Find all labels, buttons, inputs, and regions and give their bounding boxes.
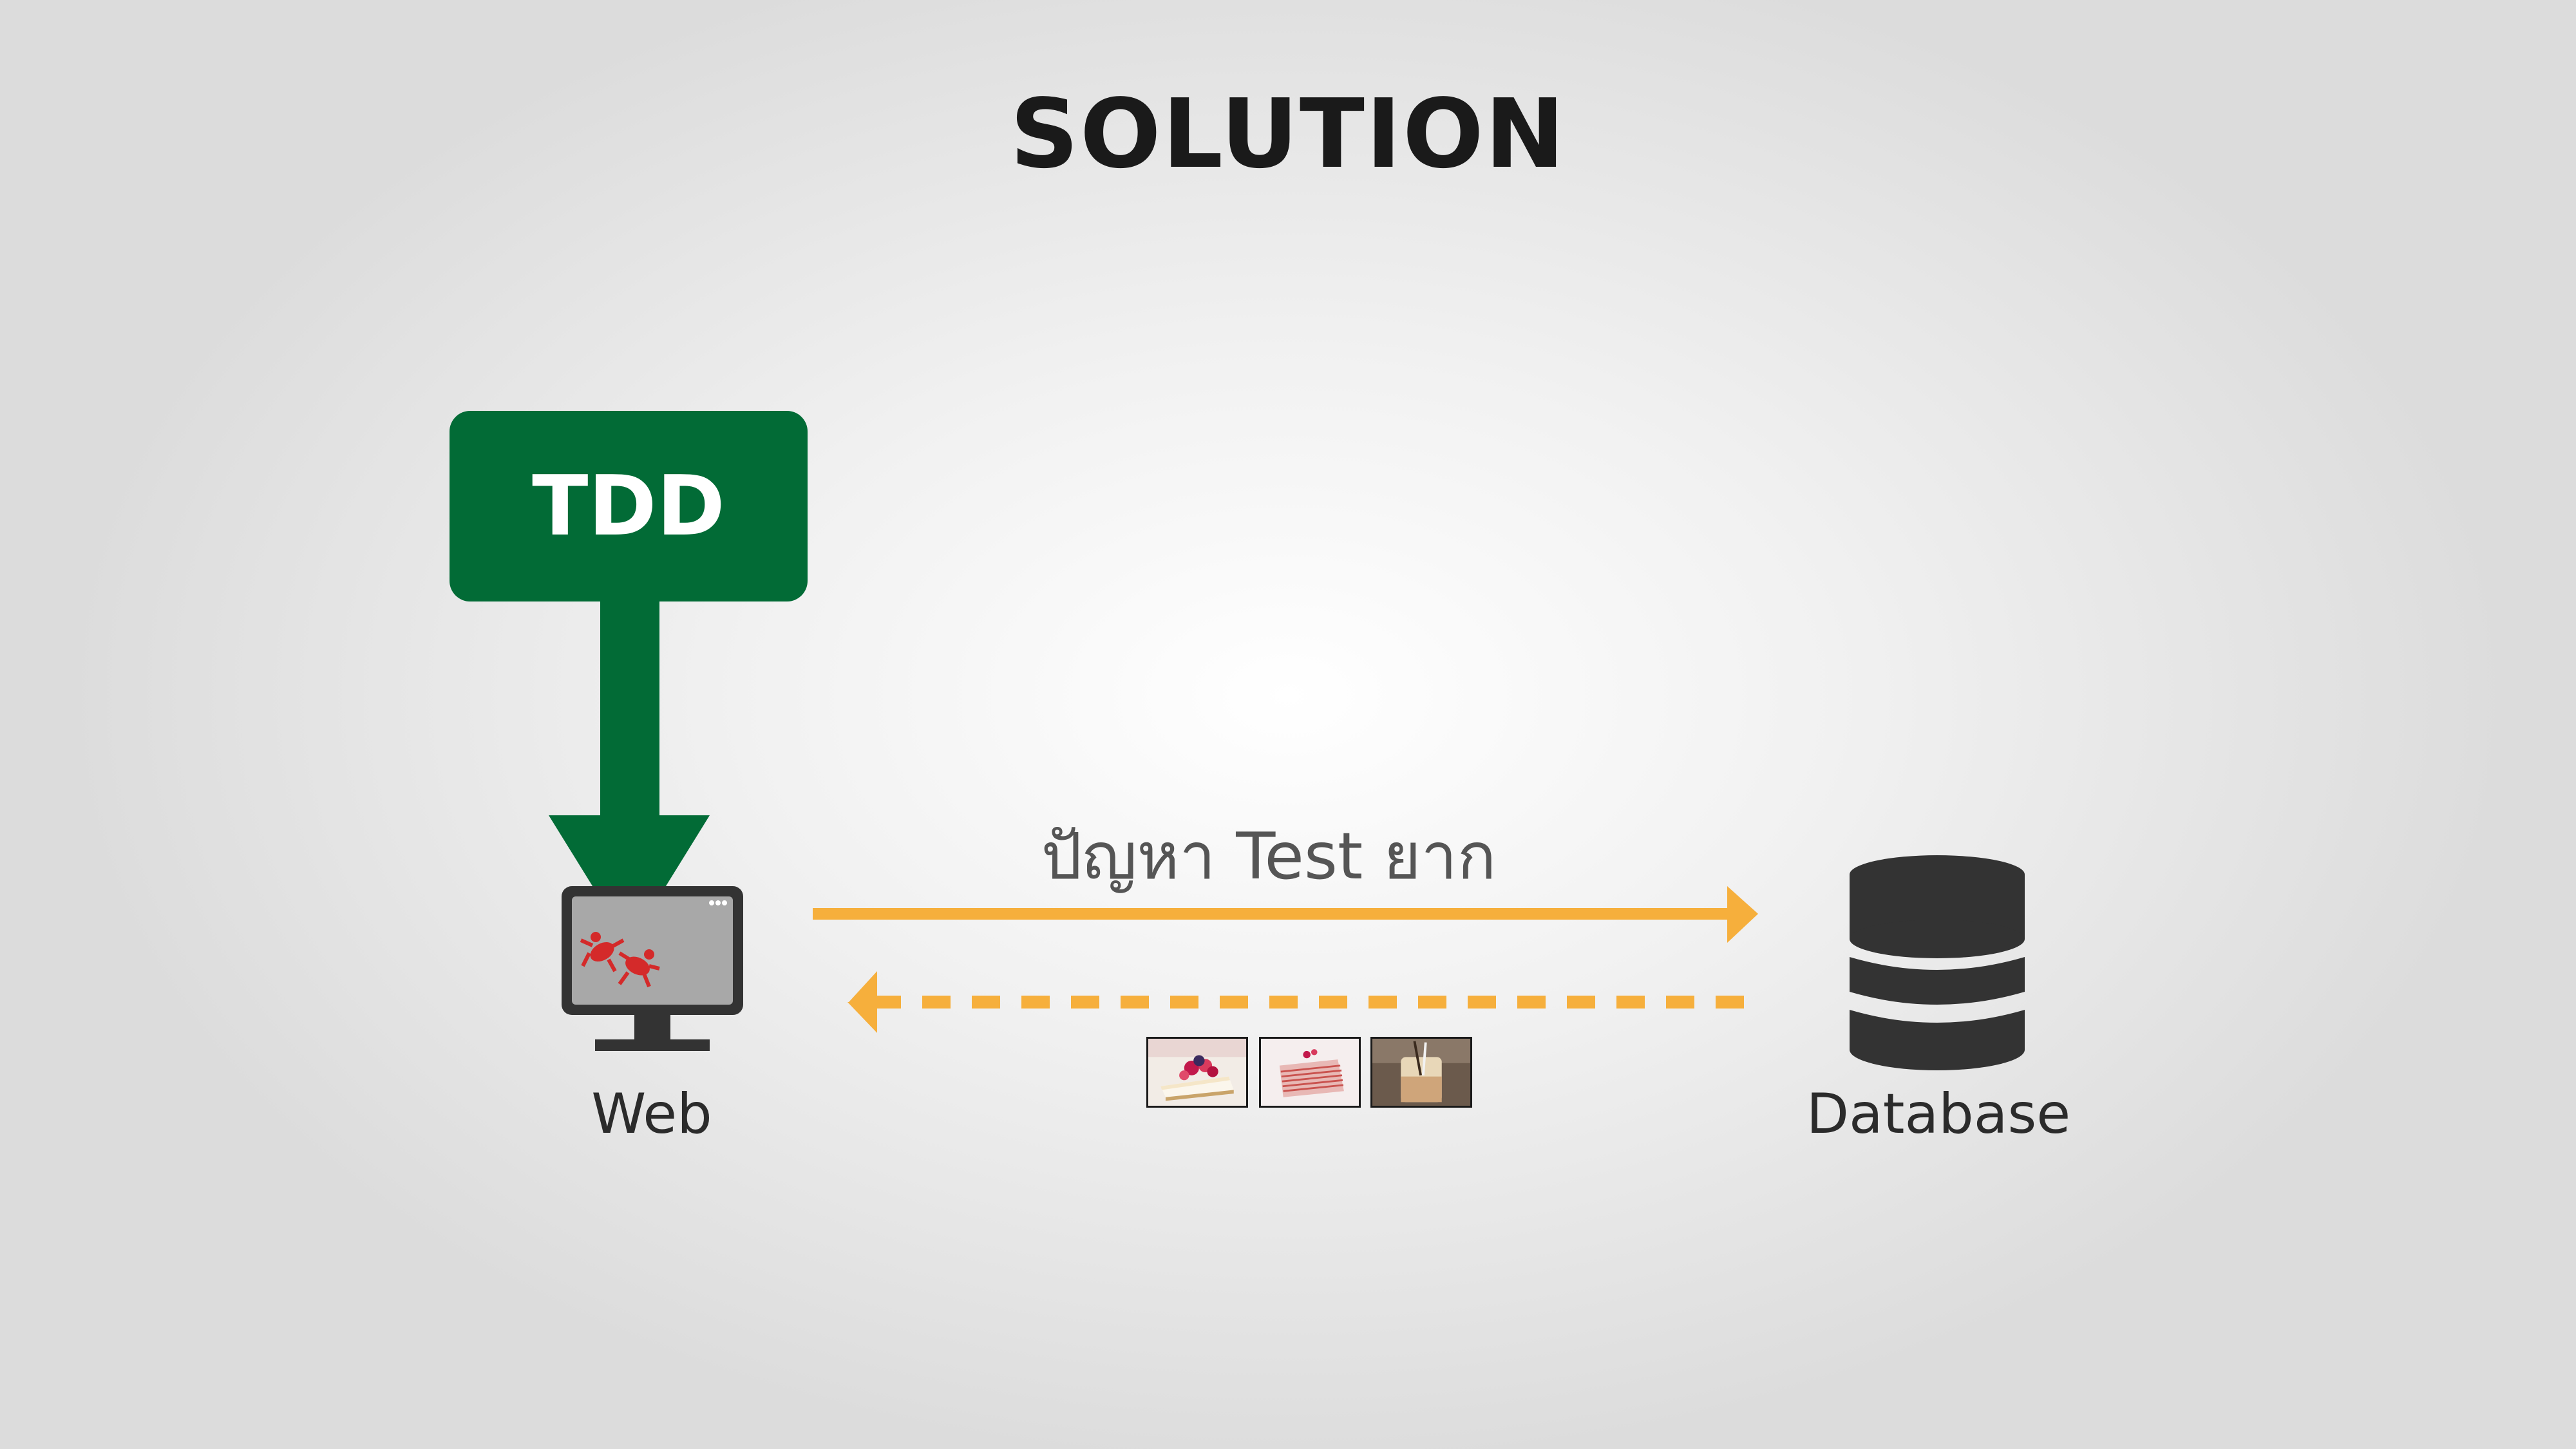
database-cylinder-icon (1850, 855, 2025, 1070)
bug-icon (580, 932, 625, 972)
response-dashed-arrow (848, 971, 1745, 1033)
cheesecake-photo (1146, 1037, 1248, 1108)
crepe-cake-photo (1259, 1037, 1361, 1108)
request-arrow (813, 886, 1758, 943)
bug-icon (618, 949, 660, 988)
problem-label: ปัญหา Test ยาก (1041, 819, 1497, 894)
tdd-box: TDD (450, 411, 808, 601)
monitor-with-bugs-icon (562, 886, 743, 1051)
slide-title: SOLUTION (1010, 79, 1566, 189)
tdd-label: TDD (532, 458, 725, 554)
database-label: Database (1806, 1082, 2071, 1146)
web-label: Web (591, 1082, 712, 1146)
iced-drink-photo (1370, 1037, 1472, 1108)
tdd-down-arrow (549, 592, 710, 945)
